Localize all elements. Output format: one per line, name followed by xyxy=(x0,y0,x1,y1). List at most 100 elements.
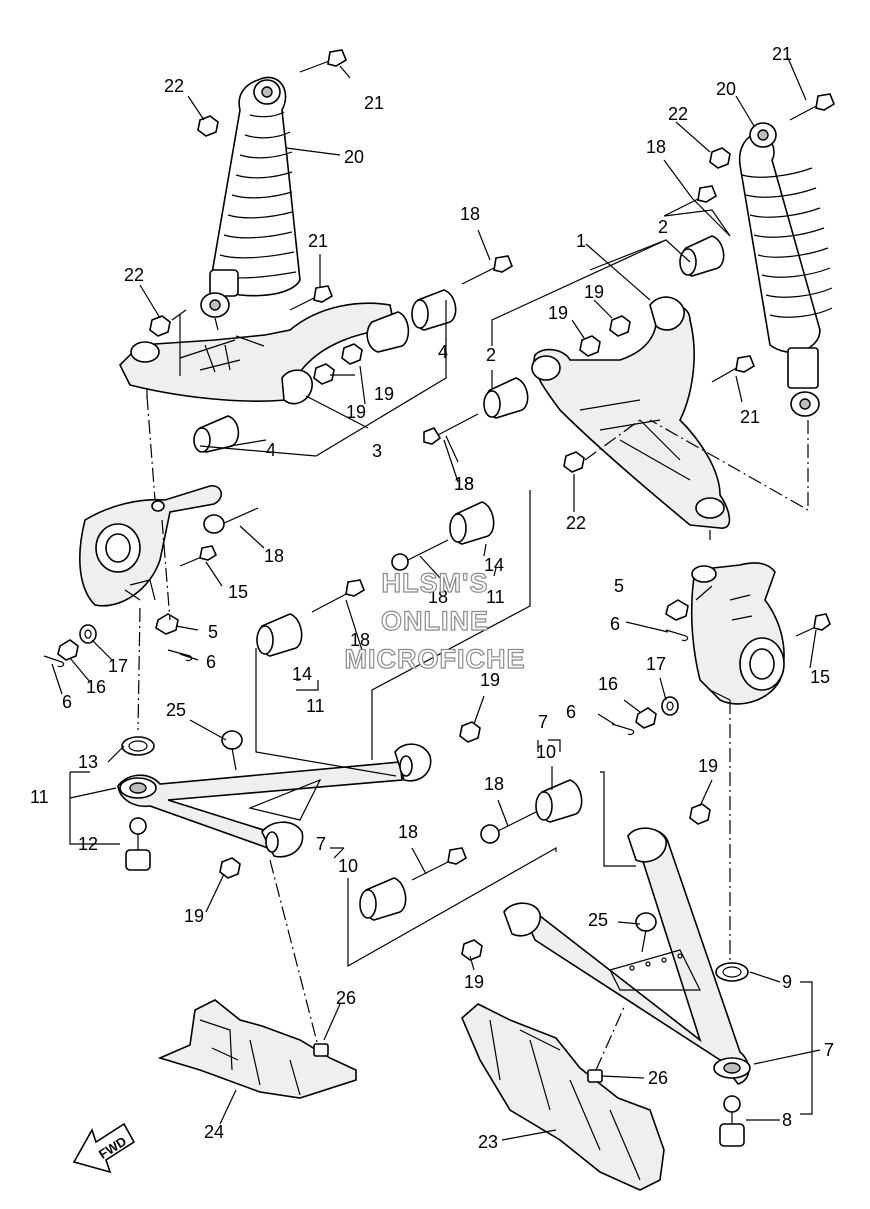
center-bolt-18-lower[interactable] xyxy=(411,847,467,881)
callout-23: 23 xyxy=(478,1132,498,1152)
callout-11: 11 xyxy=(306,696,325,716)
center-bolt-18-right[interactable] xyxy=(480,811,537,844)
callout-5: 5 xyxy=(208,622,218,642)
callout-4: 4 xyxy=(266,440,276,460)
left-upper-bushing-front[interactable] xyxy=(193,415,240,453)
left-upper-arm[interactable] xyxy=(119,302,396,405)
left-upper-arm-bolt[interactable] xyxy=(289,285,333,311)
right-lower-bolt-25[interactable] xyxy=(635,912,657,953)
callout-2: 2 xyxy=(486,345,496,365)
right-ball-joint-8[interactable] xyxy=(719,1095,745,1147)
right-shock-mount-bolt[interactable] xyxy=(663,185,717,217)
callout-19: 19 xyxy=(374,384,394,404)
callout-19: 19 xyxy=(184,906,204,926)
right-knuckle-bolt-15[interactable] xyxy=(795,613,831,637)
left-upper-nut-19a[interactable] xyxy=(313,363,335,385)
callout-18: 18 xyxy=(646,137,666,157)
left-upper-collar[interactable] xyxy=(366,311,410,353)
callout-6: 6 xyxy=(566,702,576,722)
left-shock-nut[interactable] xyxy=(197,115,219,137)
left-cotter-pin-6[interactable] xyxy=(167,649,193,662)
callout-16: 16 xyxy=(598,674,618,694)
left-knuckle-bolt-15[interactable] xyxy=(179,545,218,567)
right-upper-nut-22[interactable] xyxy=(563,451,585,473)
right-cotter-pin-6b[interactable] xyxy=(611,723,635,736)
left-upper-nut-19b[interactable] xyxy=(341,343,363,365)
callout-14: 14 xyxy=(292,664,312,684)
right-guard-clip-26[interactable] xyxy=(587,1069,603,1083)
left-shock-top-bolt[interactable] xyxy=(299,49,347,73)
callout-labels: 21 22 20 21 22 18 4 19 19 3 4 18 18 15 5… xyxy=(30,44,834,1152)
left-snap-ring-13[interactable] xyxy=(121,736,155,756)
right-upper-bolt-21[interactable] xyxy=(711,355,755,383)
center-bushing-14-top[interactable] xyxy=(449,501,495,545)
left-knuckle-bolt[interactable] xyxy=(203,507,259,534)
right-upper-bushing-top[interactable] xyxy=(679,235,725,277)
watermark-line-3: MICROFICHE xyxy=(345,644,526,674)
left-washer-17[interactable] xyxy=(79,624,97,644)
right-shock-absorber[interactable] xyxy=(738,122,833,417)
watermark: HLSM'S ONLINE MICROFICHE xyxy=(344,567,526,674)
right-upper-arm[interactable] xyxy=(531,296,731,540)
left-lower-bolt-25[interactable] xyxy=(221,730,243,771)
left-ball-joint-12[interactable] xyxy=(125,817,151,871)
callout-1: 1 xyxy=(576,231,586,251)
right-shock-top-bolt[interactable] xyxy=(789,93,835,121)
callout-6: 6 xyxy=(62,692,72,712)
left-cotter-pin-6b[interactable] xyxy=(43,655,65,668)
center-bolt-18-top[interactable] xyxy=(391,539,449,571)
callout-21: 21 xyxy=(772,44,792,64)
right-snap-ring-9[interactable] xyxy=(715,962,749,982)
center-bushing-14-left[interactable] xyxy=(256,613,303,657)
right-washer-17[interactable] xyxy=(661,696,679,716)
center-bushing-10-right[interactable] xyxy=(535,779,583,823)
right-cotter-pin-6[interactable] xyxy=(665,629,689,642)
center-bolt-18-mid[interactable] xyxy=(311,579,365,613)
left-guard-clip-26[interactable] xyxy=(313,1043,329,1057)
callout-20: 20 xyxy=(716,79,736,99)
right-upper-bushing-bottom[interactable] xyxy=(483,377,529,419)
right-upper-nut-19a[interactable] xyxy=(579,335,601,357)
callout-12: 12 xyxy=(78,834,98,854)
callout-24: 24 xyxy=(204,1122,224,1142)
callout-19: 19 xyxy=(698,756,718,776)
callout-18: 18 xyxy=(460,204,480,224)
callout-11: 11 xyxy=(486,587,505,607)
left-upper-bushing-rear[interactable] xyxy=(411,289,457,331)
callout-6: 6 xyxy=(610,614,620,634)
callout-16: 16 xyxy=(86,677,106,697)
callout-26: 26 xyxy=(648,1068,668,1088)
left-upper-pivot-bolt[interactable] xyxy=(461,255,513,285)
left-lower-nut-19a[interactable] xyxy=(459,721,481,743)
callout-20: 20 xyxy=(344,147,364,167)
right-shock-nut[interactable] xyxy=(709,147,731,169)
right-lower-nut-19b[interactable] xyxy=(461,939,483,961)
callout-15: 15 xyxy=(228,582,248,602)
center-bushing-10-left[interactable] xyxy=(359,877,407,921)
right-nut-16[interactable] xyxy=(635,707,657,729)
callout-18: 18 xyxy=(454,474,474,494)
right-lower-nut-19a[interactable] xyxy=(689,803,711,825)
left-lower-nut-19b[interactable] xyxy=(219,857,241,879)
callout-22: 22 xyxy=(566,513,586,533)
right-castle-nut-5[interactable] xyxy=(665,599,689,621)
right-steering-knuckle[interactable] xyxy=(690,562,785,705)
left-upper-nut[interactable] xyxy=(149,315,171,337)
callout-10: 10 xyxy=(338,856,358,876)
callout-17: 17 xyxy=(646,654,666,674)
left-shock-absorber[interactable] xyxy=(200,76,301,318)
right-upper-pivot-bolt[interactable] xyxy=(423,413,479,445)
callout-25: 25 xyxy=(166,700,186,720)
callout-18: 18 xyxy=(350,630,370,650)
right-upper-nut-19b[interactable] xyxy=(609,315,631,337)
left-castle-nut-5[interactable] xyxy=(155,613,179,635)
right-lower-arm[interactable] xyxy=(503,827,751,1085)
left-nut-16[interactable] xyxy=(57,639,79,661)
left-steering-knuckle[interactable] xyxy=(79,485,222,607)
callout-19: 19 xyxy=(584,282,604,302)
right-arm-guard-23[interactable] xyxy=(461,1003,665,1191)
callout-18: 18 xyxy=(398,822,418,842)
callout-18: 18 xyxy=(428,587,448,607)
left-lower-arm[interactable] xyxy=(117,743,432,858)
callout-13: 13 xyxy=(78,752,98,772)
